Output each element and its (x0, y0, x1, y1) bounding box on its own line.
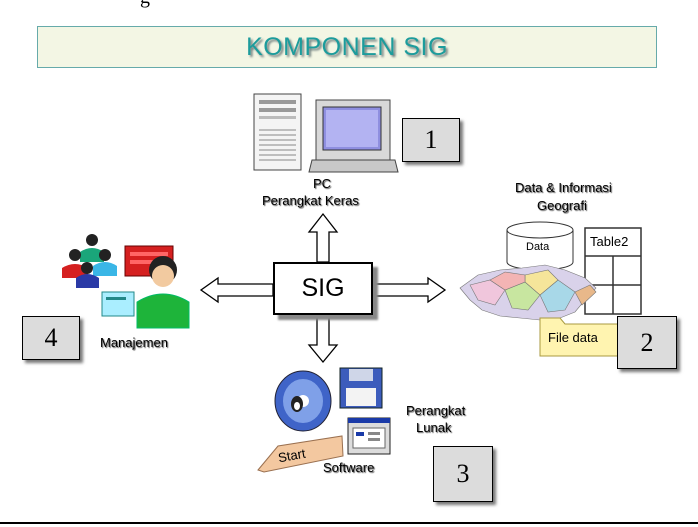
data-info-caption-line1: Data & Informasi (515, 180, 612, 195)
people-group-icon (62, 234, 190, 329)
bottom-divider (0, 522, 698, 524)
cd-disc-icon (274, 370, 332, 432)
application-window-icon (347, 417, 391, 455)
table-icon (584, 227, 642, 315)
map-icon (459, 264, 597, 321)
database-icon (506, 221, 574, 271)
software-caption-line2: Lunak (416, 420, 452, 435)
software-caption-line1: Perangkat (406, 403, 466, 418)
sig-center-box: SIG (273, 262, 373, 315)
arrow-up-icon (307, 212, 339, 263)
monitor-icon (308, 99, 399, 173)
file-data-label: File data (548, 330, 598, 345)
number-box-4: 4 (22, 316, 80, 360)
start-button-icon (257, 435, 344, 473)
pc-tower-icon (253, 93, 302, 171)
database-label: Data (526, 241, 550, 253)
floppy-disk-icon (339, 367, 383, 409)
number-box-1: 1 (402, 118, 460, 162)
pc-label: PC (313, 176, 332, 191)
number-box-3: 3 (433, 446, 493, 502)
number-box-2: 2 (617, 316, 677, 369)
arrow-right-icon (372, 276, 447, 304)
software-label: Software (323, 460, 375, 475)
arrow-left-icon (199, 276, 274, 304)
diagram-title: KOMPONEN SIG (246, 33, 448, 61)
cut-off-text: g (140, 0, 150, 9)
title-banner: KOMPONEN SIG (37, 26, 657, 68)
arrow-down-icon (307, 314, 339, 364)
data-info-caption-line2: Geografi (537, 198, 587, 213)
hardware-caption: Perangkat Keras (262, 193, 359, 208)
management-caption: Manajemen (100, 335, 168, 350)
table-label: Table2 (590, 234, 629, 249)
